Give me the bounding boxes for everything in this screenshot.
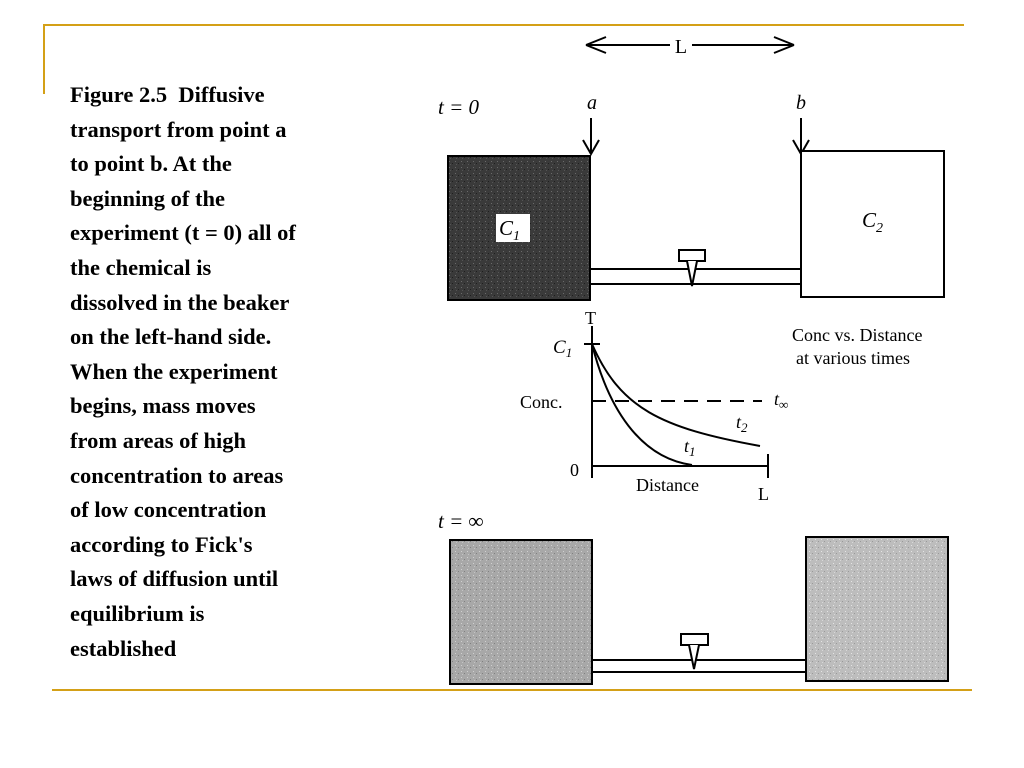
beakers-equilibrium	[449, 536, 949, 685]
time-end-label: t = ∞	[438, 509, 484, 533]
graph-x-end-label: L	[758, 484, 769, 504]
beaker-left-equilibrium	[449, 539, 593, 685]
graph-y-zero-label: 0	[570, 460, 579, 480]
graph-y-axis-label: Conc.	[520, 392, 563, 412]
frame-line-left	[43, 24, 45, 94]
curve-t2	[591, 343, 761, 447]
beakers-initial: C1 C2	[447, 150, 945, 301]
beaker-right-initial	[800, 150, 945, 298]
curve-t-infinity-label: t∞	[774, 389, 788, 412]
figure-caption: Figure 2.5 Diffusive transport from poin…	[70, 82, 296, 661]
frame-line-top	[44, 24, 964, 26]
graph-y-c1-label: C1	[553, 337, 572, 360]
time-start-label: t = 0	[438, 95, 480, 119]
valve-initial-icon	[678, 249, 706, 287]
point-a-label: a	[587, 92, 597, 114]
point-b-marker: b	[792, 92, 810, 157]
valve-equilibrium-icon	[680, 633, 709, 670]
curve-t1-label: t1	[684, 436, 696, 459]
graph-title-line2: at various times	[796, 348, 910, 368]
point-a-marker: a	[582, 92, 600, 157]
beaker-left-label: C1	[499, 216, 520, 244]
concentration-graph: T C1 Conc. 0 Distance L t∞ t2 t1 Conc vs…	[520, 308, 922, 504]
graph-x-axis-label: Distance	[636, 475, 699, 495]
graph-title-line1: Conc vs. Distance	[792, 325, 922, 345]
frame-line-bottom	[52, 689, 972, 691]
length-label: L	[675, 36, 687, 58]
beaker-right-label: C2	[862, 208, 883, 236]
point-b-label: b	[796, 92, 806, 114]
beaker-right-equilibrium	[805, 536, 949, 682]
tube-equilibrium	[591, 659, 807, 673]
curve-t1	[591, 343, 693, 466]
graph-y-top-label: T	[585, 308, 596, 328]
diffusion-diagram: L t = 0 a b C1 C2 T C1 Conc. 0	[438, 34, 949, 685]
curve-t2-label: t2	[736, 412, 748, 435]
length-arrow: L	[585, 34, 795, 58]
